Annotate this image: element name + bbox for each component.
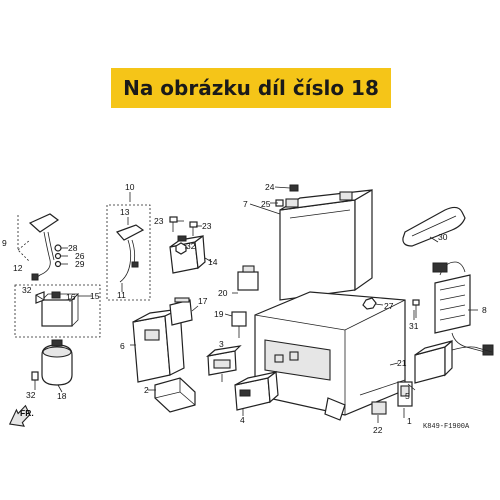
callout-17: 17 bbox=[198, 296, 208, 306]
relay-4[interactable] bbox=[234, 370, 279, 411]
callout-22: 22 bbox=[373, 425, 383, 435]
callout-18: 18 bbox=[57, 391, 67, 401]
callout-4: 4 bbox=[240, 415, 245, 425]
callout-24: 24 bbox=[265, 182, 275, 192]
relay-3[interactable] bbox=[205, 345, 242, 376]
fuse-box[interactable] bbox=[132, 308, 185, 383]
relay-5[interactable] bbox=[414, 339, 493, 384]
callout-25: 25 bbox=[261, 199, 271, 209]
callout-labels: 1 2 3 4 5 6 7 8 9 10 11 12 13 14 15 16 1… bbox=[2, 182, 487, 435]
callout-19: 19 bbox=[214, 309, 224, 319]
callout-8: 8 bbox=[482, 305, 487, 315]
callout-29: 29 bbox=[75, 259, 85, 269]
callout-23-left: 23 bbox=[154, 216, 164, 226]
bolt-31[interactable] bbox=[412, 299, 420, 318]
relay-17[interactable] bbox=[169, 297, 193, 326]
terminal-bolt-24[interactable] bbox=[289, 184, 299, 192]
fuse-cover[interactable] bbox=[154, 377, 196, 413]
regulator-rectifier[interactable] bbox=[432, 261, 494, 356]
relay-19[interactable] bbox=[231, 311, 247, 338]
starter-cable[interactable] bbox=[115, 224, 145, 283]
callout-16: 16 bbox=[66, 292, 76, 302]
callout-31: 31 bbox=[409, 321, 419, 331]
callout-12: 12 bbox=[13, 263, 23, 273]
plate-22[interactable] bbox=[371, 401, 387, 415]
callout-3: 3 bbox=[219, 339, 224, 349]
bolt-23a[interactable] bbox=[169, 216, 178, 232]
front-label: FR. bbox=[20, 408, 34, 418]
callout-21: 21 bbox=[397, 358, 407, 368]
callout-1: 1 bbox=[407, 416, 412, 426]
callout-28: 28 bbox=[68, 243, 78, 253]
callout-20: 20 bbox=[218, 288, 228, 298]
callout-6: 6 bbox=[120, 341, 125, 351]
callout-2: 2 bbox=[144, 385, 149, 395]
callout-15: 15 bbox=[90, 291, 100, 301]
callout-32-top: 32 bbox=[186, 241, 196, 251]
callout-9: 9 bbox=[2, 238, 7, 248]
callout-14: 14 bbox=[208, 257, 218, 267]
starter-relay[interactable] bbox=[169, 234, 206, 274]
callout-11: 11 bbox=[117, 290, 126, 300]
callout-26: 26 bbox=[75, 251, 85, 261]
callout-13: 13 bbox=[120, 207, 130, 217]
front-arrow-icon bbox=[8, 404, 31, 427]
callout-23-right: 23 bbox=[202, 221, 212, 231]
battery-case[interactable] bbox=[254, 291, 406, 421]
highlighted-part-banner: Na obrázku díl číslo 18 bbox=[111, 68, 391, 108]
drawing-code: K849-F1900A bbox=[423, 423, 470, 431]
clip-32[interactable] bbox=[31, 371, 39, 381]
battery-cable-positive[interactable] bbox=[28, 213, 60, 281]
relay-20[interactable] bbox=[237, 265, 259, 291]
callout-30: 30 bbox=[438, 232, 448, 242]
battery[interactable] bbox=[279, 188, 373, 301]
small-hardware-26-28-29[interactable] bbox=[54, 244, 62, 268]
callout-5: 5 bbox=[405, 391, 410, 401]
starter-relay-18[interactable] bbox=[41, 339, 73, 386]
bolt-23b[interactable] bbox=[189, 221, 198, 236]
battery-band[interactable] bbox=[402, 206, 466, 247]
callout-10: 10 bbox=[125, 182, 135, 192]
bolt-27[interactable] bbox=[362, 297, 377, 310]
callout-32-bottom: 32 bbox=[26, 390, 36, 400]
fuse-1[interactable] bbox=[397, 381, 413, 407]
callout-32-middle: 32 bbox=[22, 285, 32, 295]
banner-text: Na obrázku díl číslo 18 bbox=[123, 76, 379, 100]
leader-lines bbox=[34, 186, 478, 423]
callout-7: 7 bbox=[243, 199, 248, 209]
nut-32[interactable] bbox=[175, 242, 187, 255]
callout-27: 27 bbox=[384, 301, 394, 311]
